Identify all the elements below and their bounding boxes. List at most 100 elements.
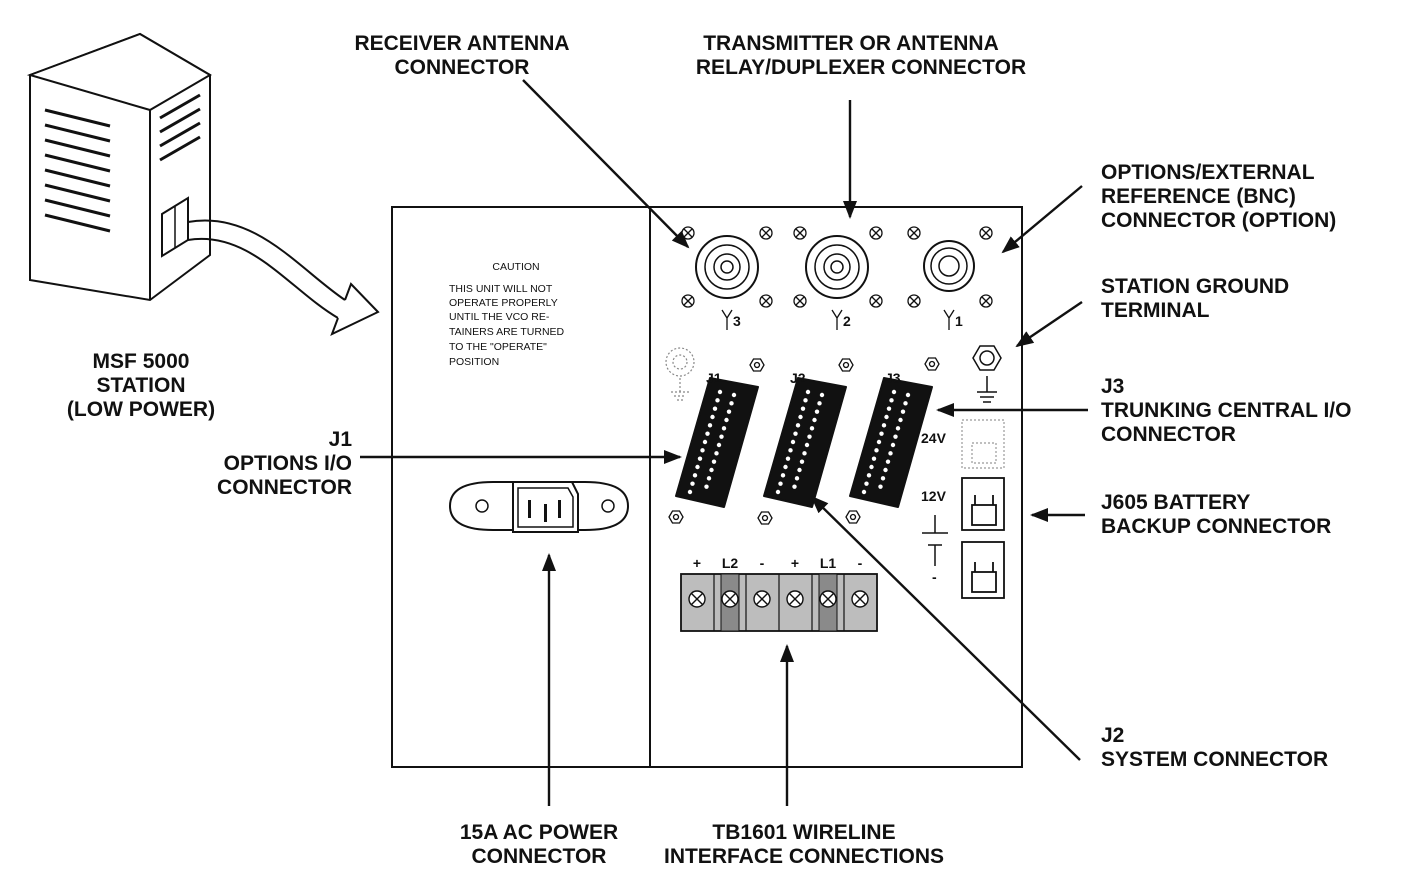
svg-text:RECEIVER ANTENNA: RECEIVER ANTENNA bbox=[354, 32, 569, 55]
j2-label: J2 bbox=[790, 370, 806, 386]
connector-pin bbox=[709, 467, 714, 473]
voltage-12v-label: 12V bbox=[921, 488, 947, 504]
connector-pin bbox=[790, 439, 796, 445]
connector-pin bbox=[884, 414, 889, 420]
connector-pin bbox=[881, 423, 887, 428]
connector-pin bbox=[819, 392, 825, 398]
connector-pin bbox=[869, 464, 874, 470]
connector-pin bbox=[798, 414, 803, 420]
connector-pin bbox=[714, 451, 719, 456]
connector-pin bbox=[903, 401, 908, 406]
connector-pin bbox=[707, 423, 713, 428]
connector-pin bbox=[795, 423, 801, 428]
transmitter-label: TRANSMITTER OR ANTENNA RELAY/DUPLEXER CO… bbox=[696, 32, 1026, 79]
svg-text:TRANSMITTER OR ANTENNA: TRANSMITTER OR ANTENNA bbox=[703, 32, 999, 55]
svg-text:J1: J1 bbox=[329, 428, 353, 451]
svg-text:BACKUP CONNECTOR: BACKUP CONNECTOR bbox=[1101, 515, 1331, 538]
tb1601-terminal-block: + L2 - + L1 - bbox=[680, 555, 878, 632]
connector-pin bbox=[807, 434, 812, 439]
j1-options-label: J1 OPTIONS I/O CONNECTOR bbox=[217, 428, 352, 499]
connector-pin bbox=[697, 456, 703, 461]
connector-pin bbox=[876, 439, 882, 445]
receiver-arrow bbox=[522, 79, 690, 249]
options-ext-arrow bbox=[1001, 185, 1083, 254]
connector-pin bbox=[891, 389, 897, 395]
j3-label: J3 bbox=[885, 370, 901, 386]
connector-pin bbox=[721, 426, 727, 431]
j1-label: J1 bbox=[706, 370, 722, 386]
port-number-2: 2 bbox=[843, 313, 851, 329]
j605-battery-connector bbox=[961, 477, 1005, 599]
terminal-screw-icon bbox=[688, 590, 869, 608]
caution-title: CAUTION bbox=[492, 261, 539, 273]
terminal-label: - bbox=[858, 555, 863, 571]
svg-text:TRUNKING CENTRAL I/O: TRUNKING CENTRAL I/O bbox=[1101, 399, 1351, 422]
antenna-connector-2 bbox=[805, 235, 869, 299]
caution-line: POSITION bbox=[449, 356, 499, 368]
connector-pin bbox=[799, 459, 805, 464]
connector-pin bbox=[812, 417, 817, 423]
svg-text:REFERENCE (BNC): REFERENCE (BNC) bbox=[1101, 185, 1296, 208]
svg-text:J605 BATTERY: J605 BATTERY bbox=[1101, 491, 1250, 514]
svg-text:OPTIONS/EXTERNAL: OPTIONS/EXTERNAL bbox=[1101, 161, 1315, 184]
svg-text:TERMINAL: TERMINAL bbox=[1101, 299, 1210, 322]
connector-pin bbox=[706, 476, 712, 481]
connector-pin bbox=[895, 426, 901, 431]
connector-pin bbox=[805, 389, 811, 395]
svg-text:TB1601 WIRELINE: TB1601 WIRELINE bbox=[712, 821, 895, 844]
j1-options-io-connector bbox=[675, 377, 759, 508]
connector-pin bbox=[788, 448, 793, 453]
connector-pin bbox=[711, 459, 717, 464]
connector-pin bbox=[866, 473, 872, 478]
hex-nut-icon bbox=[668, 357, 940, 525]
svg-text:CONNECTOR (OPTION): CONNECTOR (OPTION) bbox=[1101, 209, 1336, 232]
svg-text:CONNECTOR: CONNECTOR bbox=[395, 56, 530, 79]
svg-text:J3: J3 bbox=[1101, 375, 1124, 398]
connector-pin bbox=[883, 467, 888, 473]
connector-pin bbox=[900, 409, 906, 414]
svg-text:INTERFACE CONNECTIONS: INTERFACE CONNECTIONS bbox=[664, 845, 944, 868]
optional-24v-connector-icon bbox=[961, 419, 1005, 469]
connector-pin bbox=[783, 464, 788, 470]
voltage-24v-label: 24V bbox=[921, 430, 947, 446]
connector-pin bbox=[775, 489, 781, 495]
svg-text:OPTIONS I/O: OPTIONS I/O bbox=[224, 452, 352, 475]
ac-power-inlet bbox=[448, 481, 630, 533]
j3-trunking-label: J3 TRUNKING CENTRAL I/O CONNECTOR bbox=[1101, 375, 1351, 446]
svg-text:SYSTEM CONNECTOR: SYSTEM CONNECTOR bbox=[1101, 748, 1328, 771]
connector-pin bbox=[814, 409, 820, 414]
j2-system-label: J2 SYSTEM CONNECTOR bbox=[1101, 724, 1328, 771]
svg-text:STATION: STATION bbox=[96, 374, 185, 397]
connector-pin bbox=[695, 464, 700, 470]
connector-pin bbox=[726, 409, 732, 414]
connector-pin bbox=[717, 389, 723, 395]
zoom-arrow-icon bbox=[187, 219, 380, 336]
antenna-symbol-icon bbox=[721, 309, 955, 330]
connector-pin bbox=[817, 401, 822, 406]
svg-text:RELAY/DUPLEXER CONNECTOR: RELAY/DUPLEXER CONNECTOR bbox=[696, 56, 1026, 79]
connector-pin bbox=[724, 417, 729, 423]
ac-power-label: 15A AC POWER CONNECTOR bbox=[460, 821, 618, 868]
caution-notice: CAUTION THIS UNIT WILL NOT OPERATE PROPE… bbox=[449, 261, 565, 368]
connector-pin bbox=[879, 431, 884, 436]
station-label: MSF 5000 STATION (LOW POWER) bbox=[67, 350, 215, 421]
connector-pin bbox=[802, 451, 807, 456]
connector-pin bbox=[780, 473, 786, 478]
caution-line: THIS UNIT WILL NOT bbox=[449, 283, 553, 295]
connector-pin bbox=[716, 442, 722, 448]
terminal-label: + bbox=[693, 555, 701, 571]
connector-pin bbox=[719, 434, 724, 439]
connector-pin bbox=[705, 431, 710, 436]
connector-pin bbox=[702, 439, 708, 445]
svg-text:CONNECTOR: CONNECTOR bbox=[217, 476, 352, 499]
antenna-connector-3 bbox=[695, 235, 759, 299]
svg-text:CONNECTOR: CONNECTOR bbox=[472, 845, 607, 868]
battery-minus-label: - bbox=[932, 569, 937, 585]
caution-line: TO THE "OPERATE" bbox=[449, 341, 547, 353]
svg-text:15A AC POWER: 15A AC POWER bbox=[460, 821, 618, 844]
connector-pin bbox=[864, 481, 869, 486]
optional-ground-terminal-icon bbox=[665, 347, 695, 401]
connector-pin bbox=[700, 448, 705, 453]
connector-pin bbox=[905, 392, 911, 398]
